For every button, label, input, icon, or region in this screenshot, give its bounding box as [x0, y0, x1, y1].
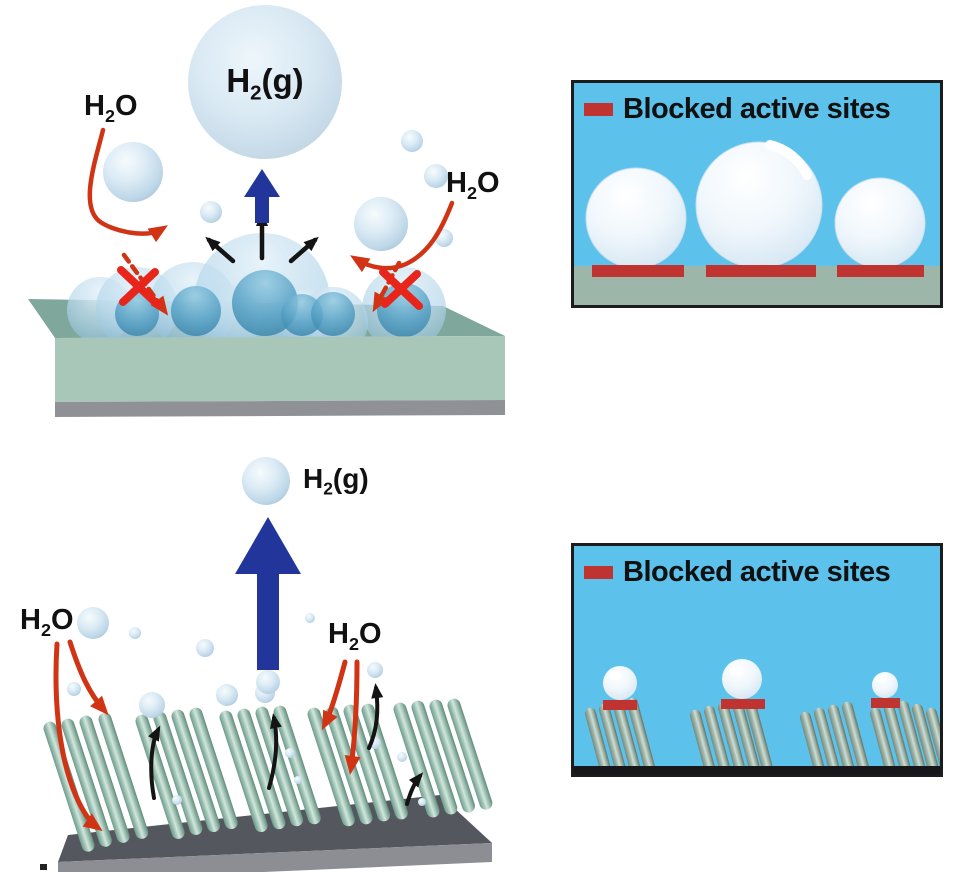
h2-gas-bubble-large	[188, 5, 342, 159]
blocked-site-swatch	[584, 566, 613, 579]
flat-electrode-panel	[28, 5, 505, 417]
inset-nanorod-art	[574, 659, 940, 774]
nanorod-array	[43, 698, 493, 852]
inset-nanorod-array	[584, 697, 940, 774]
surface-bubble-film	[67, 233, 446, 369]
legend-blocked-sites-nano: Blocked active sites	[584, 556, 891, 589]
inset-surface-bubbles	[585, 140, 926, 269]
h2-gas-label-flat: H2(g)	[226, 62, 304, 105]
flat-electrode-slab-front	[55, 336, 505, 417]
inner-bubble	[171, 286, 221, 336]
inset-blocked-sites	[603, 698, 900, 710]
crop-artifact-mark	[40, 864, 47, 870]
h2-release-arrow	[244, 169, 280, 223]
blocked-cross-left	[117, 266, 161, 308]
escaping-bubbles	[67, 607, 426, 806]
h2-gas-label-nano: H2(g)	[303, 463, 369, 499]
h2-release-arrow-large	[235, 517, 301, 670]
water-path-right-nano	[321, 659, 361, 775]
h2-gas-bubble-small	[242, 457, 290, 505]
water-path-left-nano	[53, 639, 109, 832]
inner-bubble	[281, 294, 323, 336]
inset-flat-surface: Blocked active sites	[571, 80, 943, 308]
floating-bubbles	[103, 130, 453, 251]
inset-substrate-strip	[574, 766, 940, 774]
inset-nanorod-surface: Blocked active sites	[571, 543, 943, 777]
h2o-label-flat-left: H2O	[84, 90, 138, 126]
legend-label: Blocked active sites	[623, 93, 891, 125]
water-path-left	[87, 127, 169, 316]
inset-flat-art	[574, 140, 940, 305]
h2o-label-nano-right: H2O	[328, 618, 382, 654]
h2o-label-nano-left: H2O	[20, 604, 74, 640]
inset-tip-bubbles	[603, 659, 898, 700]
legend-blocked-sites-flat: Blocked active sites	[584, 93, 891, 126]
water-path-right	[350, 200, 455, 313]
bubble-highlight	[765, 140, 812, 180]
blocked-site-swatch	[584, 103, 613, 116]
h2o-label-flat-right: H2O	[446, 167, 500, 203]
blocked-site-bars	[592, 265, 924, 277]
blocked-cross-right	[379, 268, 423, 310]
inner-bubble	[311, 292, 355, 336]
nanorod-electrode-panel	[40, 457, 493, 872]
legend-label: Blocked active sites	[623, 556, 891, 588]
bubble-escape-arrows	[148, 683, 424, 806]
